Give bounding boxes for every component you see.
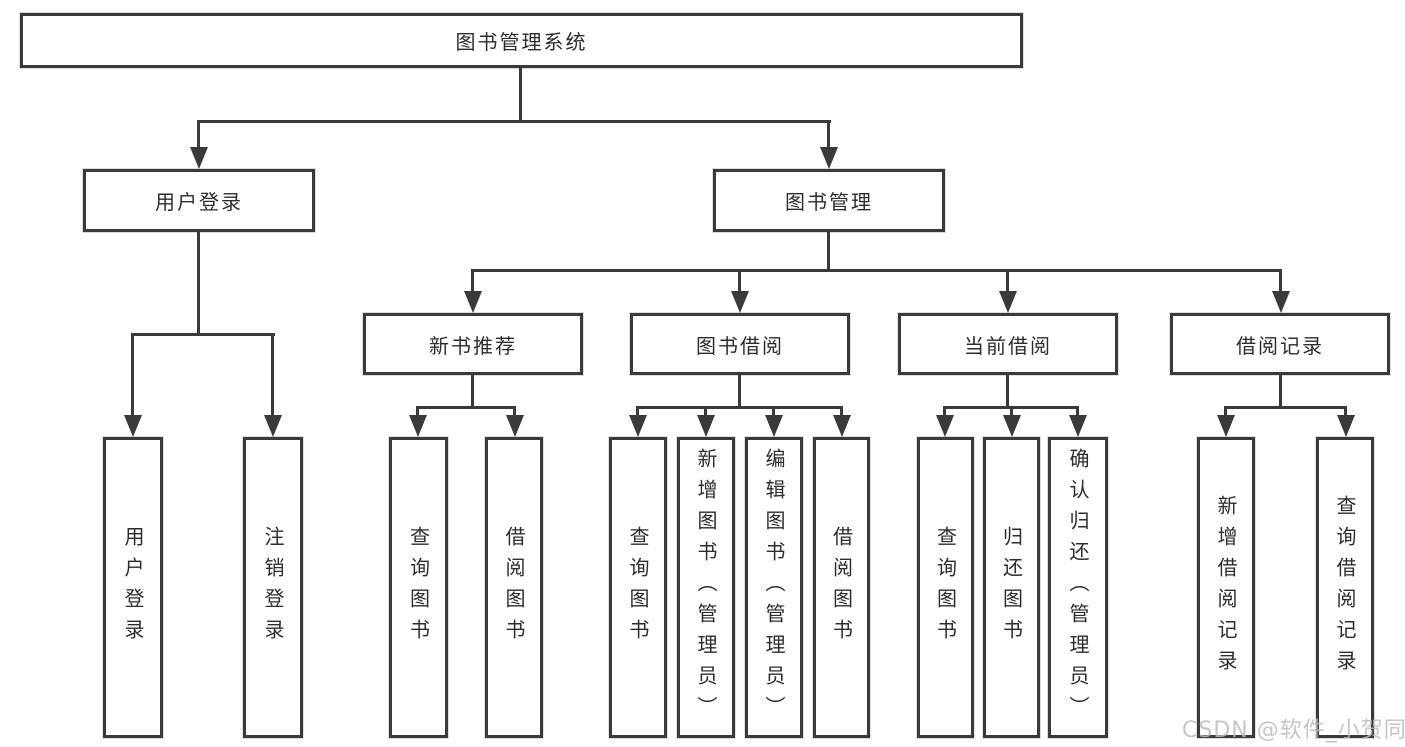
arrowhead-down-icon <box>124 415 142 437</box>
node-book-management-label: 图书管理 <box>785 190 873 214</box>
leaf-query-borrow-record: 查询借阅记录 <box>1316 437 1374 738</box>
arrowhead-down-icon <box>936 415 954 437</box>
leaf-edit-books-admin: 编辑图书（管理员） <box>745 437 803 738</box>
node-book-management: 图书管理 <box>713 169 945 232</box>
leaf-confirm-return-admin: 确认归还（管理员） <box>1048 437 1108 738</box>
connector-vline <box>513 406 516 417</box>
leaf-query-books-recommend-label: 查询图书 <box>406 525 431 650</box>
connector-vline <box>1010 406 1013 417</box>
leaf-user-login-label: 用户登录 <box>121 525 145 650</box>
connector-hline <box>471 269 1282 272</box>
arrowhead-down-icon <box>409 415 427 437</box>
arrowhead-down-icon <box>264 415 282 437</box>
connector-vline <box>197 120 200 150</box>
connector-vline <box>738 373 741 409</box>
arrowhead-down-icon <box>464 291 482 313</box>
connector-vline <box>738 269 741 293</box>
connector-hline <box>1224 406 1347 409</box>
connector-hline <box>131 333 275 336</box>
arrowhead-down-icon <box>629 415 647 437</box>
connector-vline <box>471 269 474 293</box>
connector-vline <box>519 66 522 122</box>
arrowhead-down-icon <box>820 147 838 169</box>
connector-hline <box>636 406 843 409</box>
connector-vline <box>1006 269 1009 293</box>
connector-hline <box>416 406 516 409</box>
node-new-book-recommend-label: 新书推荐 <box>429 333 517 358</box>
leaf-return-books: 归还图书 <box>983 437 1040 738</box>
leaf-query-borrow-record-label: 查询借阅记录 <box>1333 494 1357 681</box>
leaf-borrow-books-recommend-label: 借阅图书 <box>502 525 526 650</box>
connector-vline <box>840 406 843 417</box>
leaf-query-books-current: 查询图书 <box>917 437 974 738</box>
arrowhead-down-icon <box>731 291 749 313</box>
leaf-edit-books-admin-label: 编辑图书（管理员） <box>762 448 786 727</box>
leaf-query-books-current-label: 查询图书 <box>933 525 958 650</box>
connector-vline <box>471 373 474 409</box>
leaf-borrow-books-recommend: 借阅图书 <box>485 437 543 738</box>
arrowhead-down-icon <box>1337 415 1355 437</box>
leaf-borrow-books-borrowing-label: 借阅图书 <box>829 525 854 650</box>
arrowhead-down-icon <box>1217 415 1235 437</box>
leaf-query-books-recommend: 查询图书 <box>389 437 448 738</box>
connector-vline <box>1279 269 1282 293</box>
connector-vline <box>1279 373 1282 409</box>
node-user-login-label: 用户登录 <box>155 190 243 214</box>
node-root-label: 图书管理系统 <box>455 30 588 54</box>
arrowhead-down-icon <box>697 415 715 437</box>
node-borrowing-records: 借阅记录 <box>1170 313 1390 375</box>
leaf-add-books-admin-label: 新增图书（管理员） <box>694 448 718 727</box>
leaf-query-books-borrowing: 查询图书 <box>609 437 667 738</box>
arrowhead-down-icon <box>1069 415 1087 437</box>
leaf-query-books-borrowing-label: 查询图书 <box>626 525 650 650</box>
arrowhead-down-icon <box>999 291 1017 313</box>
csdn-watermark: CSDN @软件_小贺同学 <box>1182 718 1405 743</box>
connector-vline <box>131 333 134 417</box>
node-current-borrowing-label: 当前借阅 <box>964 333 1052 358</box>
node-book-borrowing-label: 图书借阅 <box>696 333 784 358</box>
arrowhead-down-icon <box>1272 291 1290 313</box>
node-root: 图书管理系统 <box>20 13 1023 68</box>
leaf-borrow-books-borrowing: 借阅图书 <box>813 437 870 738</box>
leaf-confirm-return-admin-label: 确认归还（管理员） <box>1066 448 1090 727</box>
node-user-login: 用户登录 <box>83 169 315 232</box>
connector-vline <box>772 406 775 417</box>
leaf-add-borrow-record: 新增借阅记录 <box>1197 437 1255 738</box>
leaf-add-borrow-record-label: 新增借阅记录 <box>1214 494 1238 681</box>
leaf-user-login: 用户登录 <box>103 437 163 738</box>
leaf-add-books-admin: 新增图书（管理员） <box>677 437 735 738</box>
connector-vline <box>636 406 639 417</box>
connector-vline <box>1006 373 1009 409</box>
connector-hline <box>197 120 831 123</box>
node-new-book-recommend: 新书推荐 <box>363 313 583 375</box>
connector-vline <box>827 120 830 150</box>
connector-vline <box>827 230 830 272</box>
connector-vline <box>1344 406 1347 417</box>
arrowhead-down-icon <box>765 415 783 437</box>
arrowhead-down-icon <box>833 415 851 437</box>
connector-vline <box>704 406 707 417</box>
arrowhead-down-icon <box>506 415 524 437</box>
leaf-return-books-label: 归还图书 <box>999 525 1024 650</box>
node-borrowing-records-label: 借阅记录 <box>1236 333 1324 358</box>
connector-vline <box>416 406 419 417</box>
connector-vline <box>1224 406 1227 417</box>
node-current-borrowing: 当前借阅 <box>898 313 1118 375</box>
connector-vline <box>271 333 274 417</box>
connector-vline <box>943 406 946 417</box>
connector-vline <box>1076 406 1079 417</box>
connector-vline <box>197 230 200 336</box>
arrowhead-down-icon <box>190 147 208 169</box>
arrowhead-down-icon <box>1003 415 1021 437</box>
leaf-logout-login: 注销登录 <box>243 437 303 738</box>
leaf-logout-login-label: 注销登录 <box>261 525 285 650</box>
node-book-borrowing: 图书借阅 <box>630 313 850 375</box>
